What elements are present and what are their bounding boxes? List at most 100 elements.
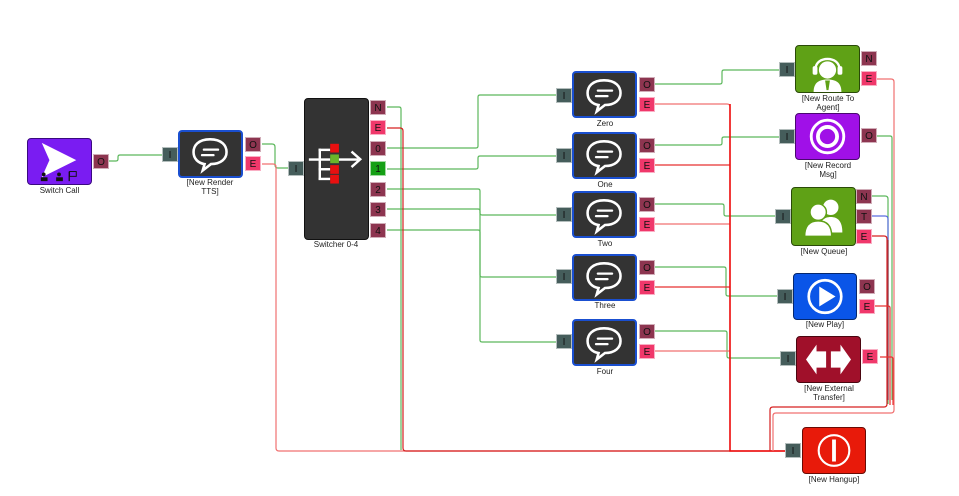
node-hangup[interactable] (802, 427, 866, 474)
label-one: One (597, 180, 613, 189)
port-two-e[interactable]: E (639, 217, 655, 232)
port-play-i[interactable]: I (777, 289, 793, 304)
label-four: Four (596, 367, 614, 376)
port-zero-i[interactable]: I (556, 88, 572, 103)
node-record-msg[interactable] (795, 113, 860, 160)
port-zero-e[interactable]: E (639, 97, 655, 112)
port-switcher-0[interactable]: 0 (370, 141, 386, 156)
port-three-e[interactable]: E (639, 280, 655, 295)
label-route-to-agent: [New Route To Agent] (801, 94, 855, 112)
port-one-e[interactable]: E (639, 158, 655, 173)
port-four-o[interactable]: O (639, 324, 655, 339)
wire-tts-e (262, 163, 789, 452)
node-zero[interactable] (572, 71, 637, 118)
port-switch-call-o[interactable]: O (93, 154, 109, 169)
port-queue-n[interactable]: N (856, 189, 872, 204)
port-tts-i[interactable]: I (162, 147, 178, 162)
port-agent-e[interactable]: E (861, 71, 877, 86)
port-four-e[interactable]: E (639, 344, 655, 359)
port-record-o[interactable]: O (861, 128, 877, 143)
port-tts-e[interactable]: E (245, 156, 261, 171)
port-one-o[interactable]: O (639, 138, 655, 153)
port-three-i[interactable]: I (556, 269, 572, 284)
wire-switcher-0 (387, 94, 556, 149)
wire-agent-e (772, 78, 895, 451)
port-record-i[interactable]: I (779, 129, 795, 144)
node-one[interactable] (572, 132, 637, 179)
record-icon (809, 118, 846, 155)
users-icon (803, 199, 843, 238)
wire-play-e (875, 305, 891, 405)
speech-bubble-icon (586, 262, 622, 298)
port-four-i[interactable]: I (556, 334, 572, 349)
node-two[interactable] (572, 191, 637, 238)
label-external-transfer: [New External Transfer] (804, 384, 854, 402)
wire-main-err-trunk (729, 104, 789, 452)
port-switcher-e[interactable]: E (370, 120, 386, 135)
node-queue[interactable] (791, 187, 856, 246)
port-switcher-1[interactable]: 1 (370, 161, 386, 176)
port-transfer-i[interactable]: I (780, 351, 796, 366)
port-hangup-i[interactable]: I (785, 443, 801, 458)
wire-tts-to-switcher (262, 143, 288, 169)
port-queue-i[interactable]: I (775, 209, 791, 224)
port-play-o[interactable]: O (859, 279, 875, 294)
wire-switcher-4 (387, 229, 556, 343)
node-route-to-agent[interactable] (795, 45, 860, 93)
label-zero: Zero (596, 119, 614, 128)
port-transfer-e[interactable]: E (862, 349, 878, 364)
wire-two-o (655, 203, 775, 217)
power-icon (817, 434, 851, 467)
node-three[interactable] (572, 254, 637, 301)
port-switcher-n[interactable]: N (370, 100, 386, 115)
label-two: Two (597, 239, 613, 248)
label-switch-call: Switch Call (39, 186, 80, 195)
port-play-e[interactable]: E (859, 299, 875, 314)
speech-bubble-icon (586, 140, 622, 176)
transfer-arrows-icon (806, 344, 851, 375)
wire-switcher-1 (387, 155, 556, 170)
wire-zero-e (655, 103, 731, 451)
port-two-o[interactable]: O (639, 197, 655, 212)
label-render-tts: [New Render TTS] (186, 178, 234, 196)
port-one-i[interactable]: I (556, 148, 572, 163)
label-queue: [New Queue] (800, 247, 848, 256)
port-queue-e[interactable]: E (856, 229, 872, 244)
wire-queue-n (872, 195, 889, 404)
wire-switcher-3 (387, 208, 556, 278)
port-switcher-4[interactable]: 4 (370, 223, 386, 238)
node-switch-call[interactable] (27, 138, 92, 185)
port-switcher-2[interactable]: 2 (370, 182, 386, 197)
label-record-msg: [New Record Msg] (804, 161, 852, 179)
port-agent-n[interactable]: N (861, 51, 877, 66)
wire-switcher-n (387, 106, 402, 450)
wire-switchcall-to-tts (108, 154, 162, 162)
port-two-i[interactable]: I (556, 207, 572, 222)
port-agent-i[interactable]: I (779, 62, 795, 77)
port-queue-t[interactable]: T (856, 209, 872, 224)
wire-zero-o (655, 69, 779, 85)
node-external-transfer[interactable] (796, 336, 861, 383)
switch-branch-icon (308, 143, 363, 184)
port-switcher-i[interactable]: I (288, 161, 304, 176)
port-tts-o[interactable]: O (245, 137, 261, 152)
port-switcher-3[interactable]: 3 (370, 202, 386, 217)
speech-bubble-icon (586, 199, 622, 235)
speech-bubble-icon (586, 79, 622, 115)
node-four[interactable] (572, 319, 637, 366)
wire-switcher-e (387, 127, 789, 452)
port-three-o[interactable]: O (639, 260, 655, 275)
wire-switcher-2 (387, 188, 556, 216)
wire-queue-e (769, 235, 888, 451)
node-switcher[interactable] (304, 98, 369, 240)
wire-one-o (655, 136, 779, 146)
wire-three-o (655, 266, 777, 297)
wire-record-o (877, 135, 893, 400)
wire-four-o (655, 330, 780, 359)
node-render-tts[interactable] (178, 130, 243, 178)
speech-bubble-icon (586, 327, 622, 363)
port-zero-o[interactable]: O (639, 77, 655, 92)
label-play: [New Play] (805, 320, 845, 329)
node-play[interactable] (793, 273, 857, 320)
